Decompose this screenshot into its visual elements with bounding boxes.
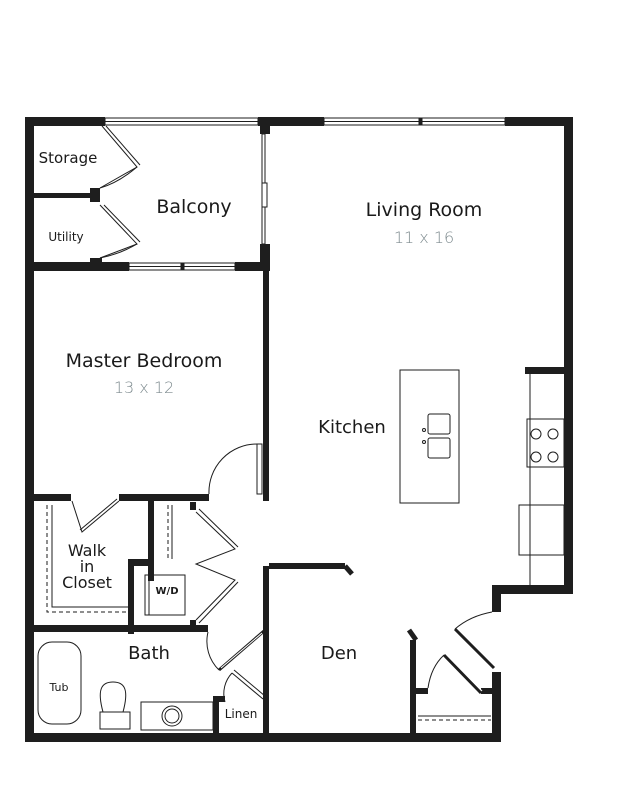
room-label-living-room: Living Room xyxy=(365,199,483,221)
doors xyxy=(37,125,565,731)
walls xyxy=(25,117,573,742)
room-dimensions-living-room: 11 x 16 xyxy=(393,228,455,247)
room-label-master-bedroom: Master Bedroom xyxy=(65,350,223,372)
room-label-storage: Storage xyxy=(38,149,98,167)
room-label-walk-in-closet-3: Closet xyxy=(62,573,112,592)
room-label-kitchen: Kitchen xyxy=(318,417,386,438)
room-label-den: Den xyxy=(320,643,358,664)
room-label-walk-in-closet-2: in xyxy=(79,557,95,576)
room-label-bath: Bath xyxy=(128,643,170,664)
room-label-balcony: Balcony xyxy=(156,196,232,218)
room-label-walk-in-closet-1: Walk xyxy=(67,541,107,560)
windows xyxy=(104,117,506,271)
room-dimensions-master-bedroom: 13 x 12 xyxy=(113,378,175,397)
room-label-linen: Linen xyxy=(224,707,258,721)
room-label-utility: Utility xyxy=(48,230,84,244)
fixture-label-tub: Tub xyxy=(49,681,69,694)
fixture-label-washer-dryer: W/D xyxy=(155,586,179,597)
